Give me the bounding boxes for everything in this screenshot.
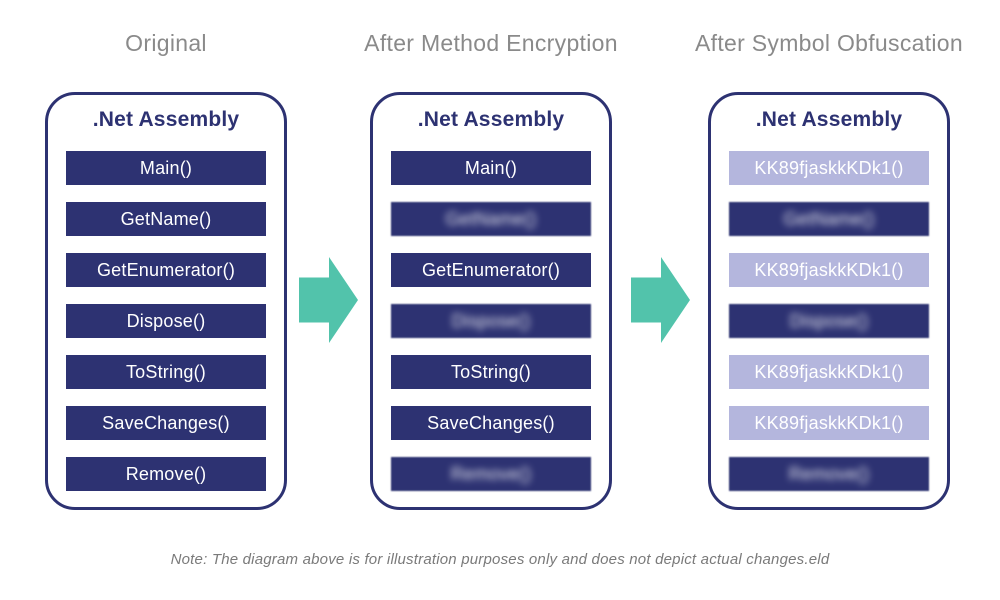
- method-label: KK89fjaskkKDk1(): [754, 412, 904, 433]
- method-bar: Main(): [391, 151, 591, 185]
- panel-title: .Net Assembly: [755, 108, 903, 131]
- arrow-right-icon: [631, 257, 690, 343]
- method-label: GetName(): [120, 208, 212, 229]
- method-bar-encrypted: Remove(): [729, 457, 929, 491]
- transform-arrow: [631, 257, 690, 343]
- method-bar-list: Main() GetName() GetEnumerator() Dispose…: [66, 151, 266, 491]
- method-label: ToString(): [125, 361, 207, 382]
- panel-title: .Net Assembly: [92, 108, 240, 131]
- method-bar: Dispose(): [66, 304, 266, 338]
- method-bar-encrypted: Remove(): [391, 457, 591, 491]
- method-label: KK89fjaskkKDk1(): [754, 157, 904, 178]
- method-bar-list: Main() GetName() GetEnumerator() Dispose…: [391, 151, 591, 491]
- method-bar: GetEnumerator(): [391, 253, 591, 287]
- method-bar-encrypted: GetName(): [391, 202, 591, 236]
- method-bar-obfuscated: KK89fjaskkKDk1(): [729, 253, 929, 287]
- assembly-panel-symbol-obfuscation: .Net Assembly KK89fjaskkKDk1() GetName()…: [708, 92, 950, 510]
- method-bar-obfuscated: KK89fjaskkKDk1(): [729, 355, 929, 389]
- method-bar: ToString(): [66, 355, 266, 389]
- method-bar-encrypted: Dispose(): [391, 304, 591, 338]
- method-bar: GetName(): [66, 202, 266, 236]
- column-header-after-method-encryption: After Method Encryption: [364, 30, 618, 56]
- method-label: Remove(): [788, 463, 870, 484]
- method-bar: SaveChanges(): [391, 406, 591, 440]
- transform-arrow: [299, 257, 358, 343]
- assembly-panel-method-encryption: .Net Assembly Main() GetName() GetEnumer…: [370, 92, 612, 510]
- column-header-original: Original: [125, 30, 207, 56]
- method-bar: Remove(): [66, 457, 266, 491]
- method-label: ToString(): [450, 361, 532, 382]
- method-bar: SaveChanges(): [66, 406, 266, 440]
- arrow-right-icon: [299, 257, 358, 343]
- method-label: GetName(): [783, 208, 875, 229]
- assembly-panel-original: .Net Assembly Main() GetName() GetEnumer…: [45, 92, 287, 510]
- method-bar: Main(): [66, 151, 266, 185]
- method-label: Dispose(): [451, 310, 531, 331]
- method-label: SaveChanges(): [102, 412, 230, 433]
- panel-title: .Net Assembly: [417, 108, 565, 131]
- method-label: Dispose(): [126, 310, 206, 331]
- footnote: Note: The diagram above is for illustrat…: [170, 551, 830, 568]
- method-bar-obfuscated: KK89fjaskkKDk1(): [729, 406, 929, 440]
- method-label: Main(): [464, 157, 518, 178]
- method-label: Main(): [139, 157, 193, 178]
- method-label: KK89fjaskkKDk1(): [754, 259, 904, 280]
- method-label: GetEnumerator(): [96, 259, 236, 280]
- method-label: KK89fjaskkKDk1(): [754, 361, 904, 382]
- method-label: Dispose(): [789, 310, 869, 331]
- method-bar-encrypted: Dispose(): [729, 304, 929, 338]
- method-bar-encrypted: GetName(): [729, 202, 929, 236]
- method-label: Remove(): [125, 463, 207, 484]
- method-label: SaveChanges(): [427, 412, 555, 433]
- method-label: Remove(): [450, 463, 532, 484]
- method-bar-obfuscated: KK89fjaskkKDk1(): [729, 151, 929, 185]
- column-header-after-symbol-obfuscation: After Symbol Obfuscation: [695, 30, 963, 56]
- method-bar-list: KK89fjaskkKDk1() GetName() KK89fjaskkKDk…: [729, 151, 929, 491]
- method-bar: ToString(): [391, 355, 591, 389]
- method-label: GetName(): [445, 208, 537, 229]
- method-label: GetEnumerator(): [421, 259, 561, 280]
- method-bar: GetEnumerator(): [66, 253, 266, 287]
